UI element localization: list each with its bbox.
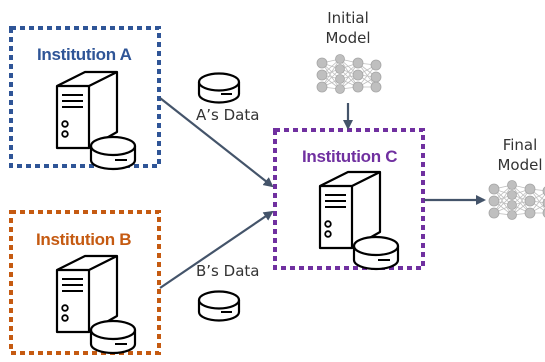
- a-data-disk-icon: [197, 72, 241, 104]
- initial-model-network-icon: [316, 54, 382, 94]
- final-model-network-icon: [488, 180, 545, 220]
- server-b-icon: [55, 254, 137, 355]
- initial-model-label-line1: Initial: [327, 9, 369, 27]
- initial-model-label: Initial Model: [308, 8, 388, 48]
- institution-a-box: [9, 26, 161, 168]
- arrow-b-to-c: [159, 210, 274, 289]
- a-data-label: A’s Data: [196, 106, 260, 124]
- institution-b-label: Institution B: [36, 230, 132, 249]
- final-model-label-line2: Model: [497, 156, 543, 174]
- server-a-icon: [55, 70, 137, 171]
- institution-a-label: Institution A: [37, 45, 132, 64]
- initial-model-label-line2: Model: [325, 29, 371, 47]
- institution-b-box: [9, 210, 161, 355]
- b-data-label: B’s Data: [196, 262, 260, 280]
- b-data-disk-icon: [197, 290, 241, 322]
- final-model-label: Final Model: [490, 135, 545, 175]
- arrow-a-to-c: [159, 97, 274, 188]
- server-c-icon: [318, 170, 400, 271]
- final-model-label-line1: Final: [502, 136, 538, 154]
- institution-c-label: Institution C: [302, 147, 398, 166]
- institution-c-box: [273, 128, 425, 270]
